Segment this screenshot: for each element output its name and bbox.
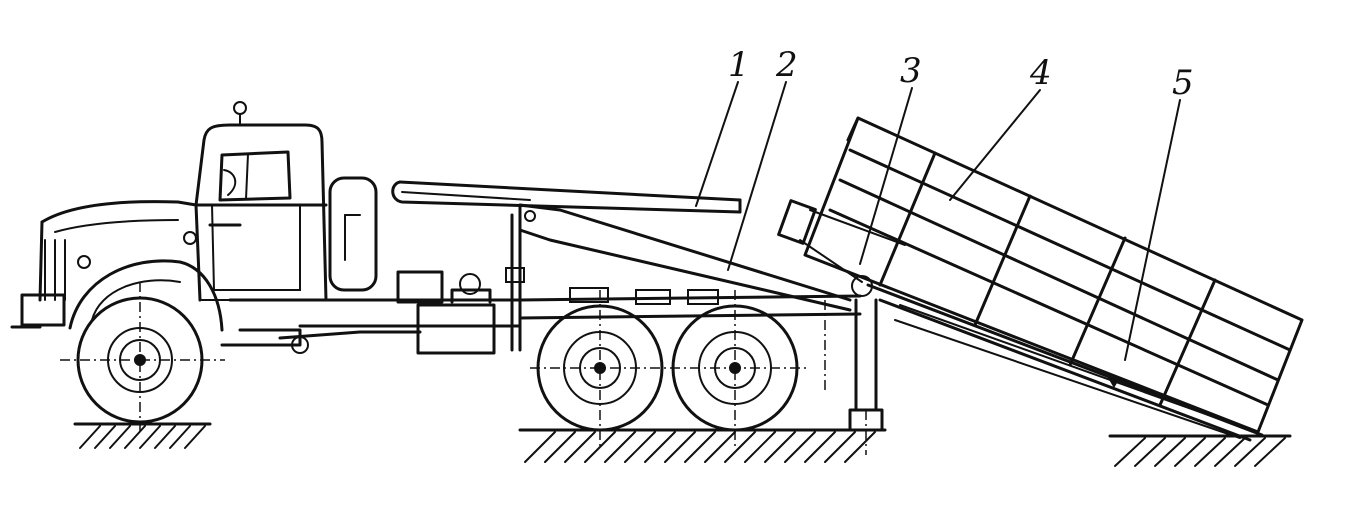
callout-3-label: 3 [900,51,922,91]
callout-4: 4 [949,53,1052,201]
tilt-subframe [505,203,852,352]
dump-body [803,116,1304,442]
callout-1-label: 1 [728,45,750,85]
callout-1: 1 [695,45,750,207]
truck-frame [228,176,862,355]
ground-body [1108,434,1292,467]
callout-4-label: 4 [1029,53,1052,93]
rear-support-leg [824,275,884,455]
pivot-roller [777,199,906,283]
front-wheel [60,282,225,435]
callout-3: 3 [859,51,922,265]
callout-5: 5 [1124,63,1194,361]
callout-2: 2 [727,45,798,271]
ground-rear [518,428,887,463]
callout-2-label: 2 [775,45,798,85]
truck-cab [10,101,331,347]
ground-front [73,422,212,449]
hook-arm [391,180,742,214]
rear-wheel-1 [536,290,664,448]
callout-5-label: 5 [1172,63,1194,103]
